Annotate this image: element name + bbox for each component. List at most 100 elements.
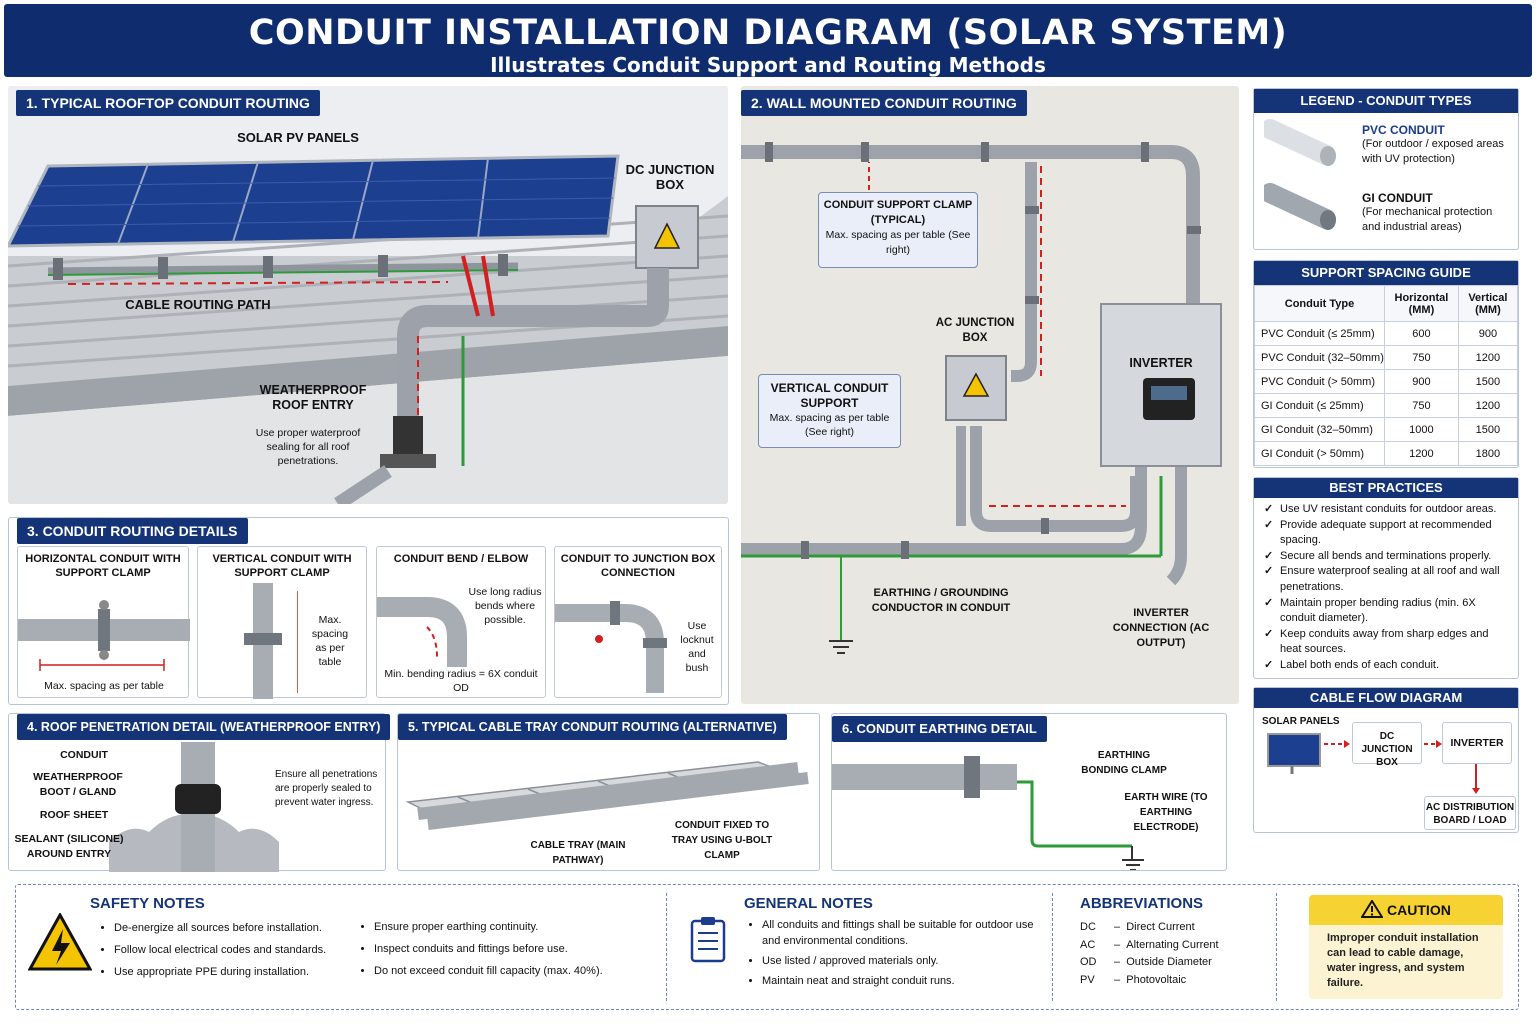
list-item: OD– Outside Diameter [1080, 956, 1212, 968]
warning-icon [1360, 899, 1384, 918]
list-item: Do not exceed conduit fill capacity (max… [374, 960, 656, 982]
list-item: Keep conduits away from sharp edges and … [1262, 627, 1510, 658]
label-ac-junction-box: AC JUNCTION BOX [935, 317, 1015, 344]
page-title: CONDUIT INSTALLATION DIAGRAM (SOLAR SYST… [248, 13, 1288, 53]
flow-dc-junction-box: DC JUNCTION BOX [1352, 722, 1422, 768]
legend-pvc-note: (For outdoor / exposed areas with UV pro… [1362, 138, 1504, 165]
safety-list-1: De-energize all sources before installat… [96, 917, 346, 983]
callout-vertical-conduit-support: VERTICAL CONDUIT SUPPORT Max. spacing as… [758, 374, 901, 448]
horizontal-clamp-icon [18, 600, 190, 671]
callout-conduit-support-clamp: CONDUIT SUPPORT CLAMP (TYPICAL) Max. spa… [818, 192, 978, 268]
section-routing-details: 3. CONDUIT ROUTING DETAILS HORIZONTAL CO… [8, 517, 729, 705]
section-wall-mounted: 2. WALL MOUNTED CONDUIT ROUTING CONDUIT … [741, 86, 1239, 704]
best-practices-title: BEST PRACTICES [1254, 478, 1518, 498]
list-item: Use UV resistant conduits for outdoor ar… [1262, 502, 1510, 518]
section-2-tab: 2. WALL MOUNTED CONDUIT ROUTING [741, 90, 1027, 116]
legend-gi-title: GI CONDUIT [1362, 191, 1433, 205]
solar-panel-array [8, 154, 620, 248]
detail-horizontal-clamp: HORIZONTAL CONDUIT WITH SUPPORT CLAMP Ma… [17, 546, 190, 698]
flow-solar-panels-label: SOLAR PANELS [1262, 716, 1340, 727]
page-subtitle: Illustrates Conduit Support and Routing … [490, 53, 1046, 77]
label-inverter: INVERTER [1129, 356, 1193, 370]
label-earthing-bonding-clamp: EARTHING BONDING CLAMP [1081, 750, 1167, 776]
general-notes-list: All conduits and fittings shall be suita… [744, 917, 1034, 989]
best-practices-panel: BEST PRACTICES Use UV resistant conduits… [1253, 477, 1519, 679]
label-dc-junction-box: DC JUNCTION BOX [625, 162, 715, 192]
label-u-bolt-clamp: CONDUIT FIXED TO TRAY USING U-BOLT CLAMP [671, 820, 773, 861]
section-roof-penetration: 4. ROOF PENETRATION DETAIL (WEATHERPROOF… [8, 713, 391, 872]
list-item: Maintain proper bending radius (min. 6X … [1262, 596, 1510, 627]
list-item: Label both ends of each conduit. [1262, 658, 1510, 674]
cable-tray-illustration [405, 761, 809, 830]
label-sealant: SEALANT (SILICONE) AROUND ENTRY [14, 833, 124, 860]
detail-junction-box-connection: CONDUIT TO JUNCTION BOX CONNECTION Use l… [554, 546, 722, 698]
best-practices-list: Use UV resistant conduits for outdoor ar… [1254, 498, 1518, 678]
pvc-conduit-icon [1264, 119, 1336, 166]
list-item: DC– Direct Current [1080, 921, 1195, 933]
section-5-tab: 5. TYPICAL CABLE TRAY CONDUIT ROUTING (A… [398, 714, 787, 740]
section-6-tab: 6. CONDUIT EARTHING DETAIL [832, 716, 1047, 742]
header-banner: CONDUIT INSTALLATION DIAGRAM (SOLAR SYST… [4, 4, 1532, 77]
label-weatherproof-roof-entry: WEATHERPROOF ROOF ENTRY [259, 383, 367, 412]
clipboard-icon [690, 917, 726, 963]
section-4-tab: 4. ROOF PENETRATION DETAIL (WEATHERPROOF… [17, 714, 391, 740]
label-conduit: CONDUIT [60, 749, 108, 761]
high-voltage-icon [28, 913, 92, 971]
notes-panel: SAFETY NOTES De-energize all sources bef… [15, 884, 1519, 1010]
vertical-clamp-icon [244, 583, 298, 699]
list-item: Ensure waterproof sealing at all roof an… [1262, 564, 1510, 595]
note-penetration-sealing: Ensure all penetrations are properly sea… [275, 769, 378, 808]
caution-header: CAUTION [1309, 895, 1503, 925]
label-roof-sheet: ROOF SHEET [39, 809, 109, 821]
legend-title: LEGEND - CONDUIT TYPES [1254, 89, 1518, 113]
safety-notes-title: SAFETY NOTES [90, 895, 205, 912]
list-item: Follow local electrical codes and standa… [114, 939, 346, 961]
list-item: Inspect conduits and fittings before use… [374, 938, 656, 960]
cable-flow-title: CABLE FLOW DIAGRAM [1254, 688, 1518, 708]
label-inverter-connection: INVERTER CONNECTION (AC OUTPUT) [1112, 607, 1210, 649]
abbreviations-list: DC– Direct Current AC– Alternating Curre… [1080, 919, 1219, 989]
section-1-tab: 1. TYPICAL ROOFTOP CONDUIT ROUTING [16, 90, 320, 116]
note-roof-sealing: Use proper waterproof sealing for all ro… [255, 427, 361, 467]
list-item: Secure all bends and terminations proper… [1262, 549, 1510, 565]
legend-gi-note: (For mechanical protection and industria… [1362, 206, 1493, 233]
label-weatherproof-boot: WEATHERPROOF BOOT / GLAND [33, 771, 123, 798]
label-solar-pv-panels: SOLAR PV PANELS [237, 130, 359, 145]
cable-flow-panel: CABLE FLOW DIAGRAM SOLAR PANELS DC JUNCT… [1253, 687, 1519, 833]
list-item: Provide adequate support at recommended … [1262, 518, 1510, 549]
list-item: AC– Alternating Current [1080, 938, 1219, 951]
label-cable-tray: CABLE TRAY (MAIN PATHWAY) [530, 840, 626, 866]
list-item: Use listed / approved materials only. [762, 953, 1034, 969]
safety-list-2: Ensure proper earthing continuity. Inspe… [356, 916, 656, 982]
general-notes-title: GENERAL NOTES [744, 895, 873, 912]
earthing-illustration [832, 756, 1144, 870]
section-cable-tray: 5. TYPICAL CABLE TRAY CONDUIT ROUTING (A… [397, 713, 820, 871]
flow-ac-distribution: AC DISTRIBUTION BOARD / LOAD [1424, 796, 1516, 830]
list-item: Ensure proper earthing continuity. [374, 916, 656, 938]
flow-arrows [1324, 740, 1480, 794]
detail-bend-elbow: CONDUIT BEND / ELBOW Use long radius ben… [376, 546, 546, 698]
list-item: De-energize all sources before installat… [114, 917, 346, 939]
caution-box: CAUTION Improper conduit installation ca… [1309, 895, 1503, 999]
caution-text: Improper conduit installation can lead t… [1327, 932, 1479, 989]
elbow-icon [377, 597, 467, 667]
label-cable-routing-path: CABLE ROUTING PATH [125, 297, 271, 312]
section-earthing: 6. CONDUIT EARTHING DETAIL EARTHING BOND… [831, 713, 1227, 871]
rooftop-illustration [8, 154, 728, 504]
flow-inverter: INVERTER [1442, 722, 1512, 764]
spacing-title: SUPPORT SPACING GUIDE [1254, 261, 1518, 285]
label-earth-wire: EARTH WIRE (TO EARTHING ELECTRODE) [1124, 792, 1208, 833]
gi-conduit-icon [1264, 183, 1336, 230]
jb-connection-icon [555, 601, 667, 693]
legend-panel: LEGEND - CONDUIT TYPES PVC CONDUIT (For … [1253, 88, 1519, 250]
abbreviations-title: ABBREVIATIONS [1080, 895, 1204, 912]
list-item: Maintain neat and straight conduit runs. [762, 973, 1034, 989]
